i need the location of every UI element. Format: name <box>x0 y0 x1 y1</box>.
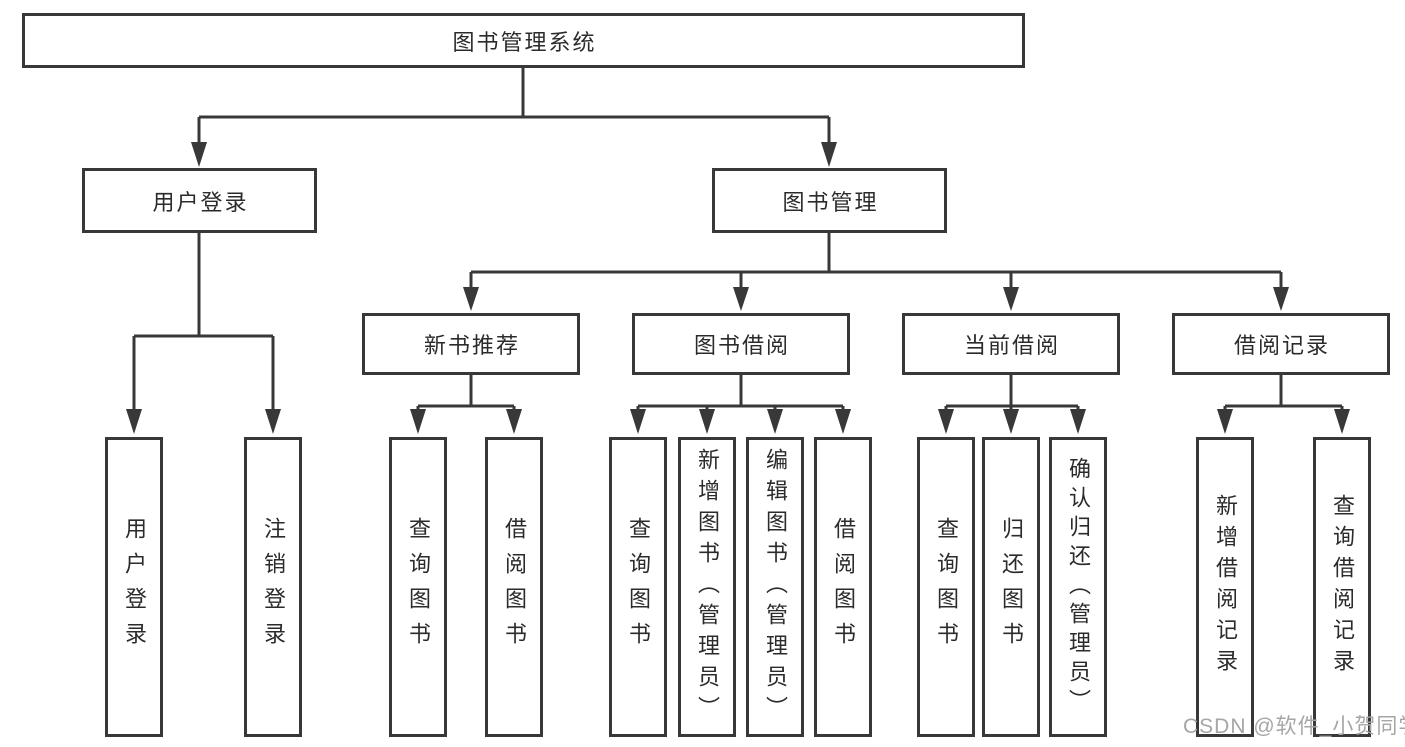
node-borrowing-records: 借阅记录 <box>1172 313 1390 375</box>
leaf-query-borrow-record: 查询借阅记录 <box>1313 437 1371 737</box>
leaf-return-books: 归还图书 <box>982 437 1040 737</box>
csdn-watermark: CSDN @软件_小贺同学 <box>1183 715 1405 738</box>
leaf-logout: 注销登录 <box>244 437 302 737</box>
leaf-edit-books-admin: 编辑图书（管理员） <box>746 437 804 737</box>
leaf-borrow-books-recommend: 借阅图书 <box>485 437 543 737</box>
node-current-borrowing: 当前借阅 <box>902 313 1120 375</box>
node-book-borrowing: 图书借阅 <box>632 313 850 375</box>
leaf-user-login: 用户登录 <box>105 437 163 737</box>
node-user-login: 用户登录 <box>82 168 317 233</box>
leaf-query-books-borrow: 查询图书 <box>609 437 667 737</box>
node-root-system: 图书管理系统 <box>22 13 1025 68</box>
leaf-borrow-books: 借阅图书 <box>814 437 872 737</box>
node-book-management: 图书管理 <box>712 168 947 233</box>
leaf-query-books-recommend: 查询图书 <box>389 437 447 737</box>
leaf-confirm-return-admin: 确认归还（管理员） <box>1049 437 1107 737</box>
leaf-add-books-admin: 新增图书（管理员） <box>678 437 736 737</box>
leaf-query-books-current: 查询图书 <box>917 437 975 737</box>
node-new-book-recommend: 新书推荐 <box>362 313 580 375</box>
leaf-add-borrow-record: 新增借阅记录 <box>1196 437 1254 737</box>
